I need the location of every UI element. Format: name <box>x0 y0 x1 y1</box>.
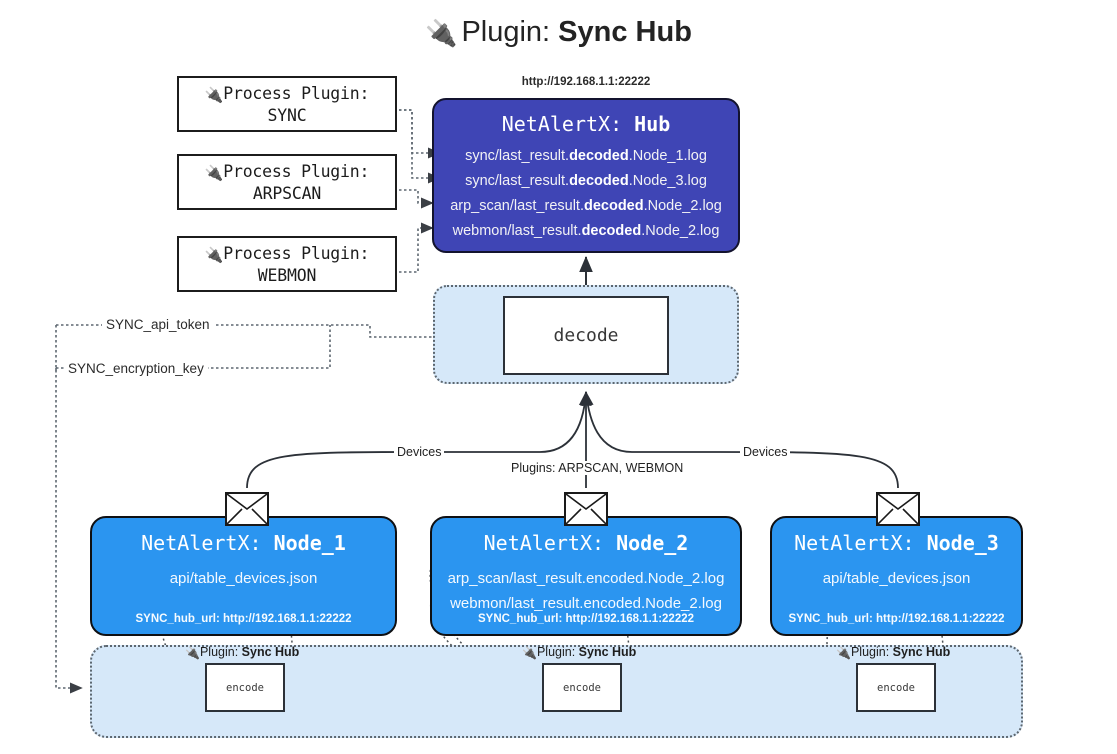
process-plugin-arpscan-box[interactable]: 🔌Process Plugin: ARPSCAN <box>177 154 397 210</box>
node-2-hub-url: SYNC_hub_url: http://192.168.1.1:22222 <box>477 613 695 625</box>
node-1-box[interactable]: NetAlertX: Node_1 api/table_devices.json… <box>90 516 397 636</box>
node-1-hub-url: SYNC_hub_url: http://192.168.1.1:22222 <box>135 613 352 625</box>
plugin-caption-node-2: 🔌Plugin: Sync Hub <box>522 645 637 660</box>
node-3-box[interactable]: NetAlertX: Node_3 api/table_devices.json… <box>770 516 1023 636</box>
page-title-prefix: Plugin: <box>461 16 559 48</box>
process-plugin-sync-line1: 🔌Process Plugin: <box>204 84 370 104</box>
edge-label-devices-right: Devices <box>740 445 791 459</box>
process-plugin-sync-box[interactable]: 🔌Process Plugin: SYNC <box>177 76 397 132</box>
node-line: webmon/last_result.encoded.Node_2.log <box>450 595 722 613</box>
plugin-caption-node-3: 🔌Plugin: Sync Hub <box>836 645 951 660</box>
hub-url-label: http://192.168.1.1:22222 <box>521 76 651 88</box>
envelope-icon <box>225 492 269 526</box>
plug-icon: 🔌 <box>425 18 458 48</box>
process-plugin-sync-line2: SYNC <box>267 106 307 126</box>
hub-log-list: sync/last_result.decoded.Node_1.log sync… <box>434 144 738 244</box>
node-3-title: NetAlertX: Node_3 <box>794 531 999 555</box>
node-1-title: NetAlertX: Node_1 <box>141 531 346 555</box>
sync-api-token-label: SYNC_api_token <box>102 317 214 332</box>
hub-log-item: arp_scan/last_result.decoded.Node_2.log <box>450 197 722 214</box>
hub-title: NetAlertX: Hub <box>501 112 671 136</box>
edge-label-plugins: Plugins: ARPSCAN, WEBMON <box>508 461 687 475</box>
hub-log-item: webmon/last_result.decoded.Node_2.log <box>452 222 720 239</box>
page-title-name: Sync Hub <box>558 16 692 48</box>
edge-label-devices-left: Devices <box>394 445 445 459</box>
node-2-box[interactable]: NetAlertX: Node_2 arp_scan/last_result.e… <box>430 516 742 636</box>
node-2-title: NetAlertX: Node_2 <box>483 531 689 555</box>
page-title: 🔌Plugin: Sync Hub <box>0 16 1117 49</box>
plug-icon: 🔌 <box>185 646 200 660</box>
encode-box-node-1[interactable]: encode <box>205 663 285 712</box>
process-plugin-arpscan-line1: 🔌Process Plugin: <box>204 162 370 182</box>
node-line: api/table_devices.json <box>169 570 318 587</box>
hub-log-item: sync/last_result.decoded.Node_3.log <box>465 172 707 189</box>
plugin-caption-node-1: 🔌Plugin: Sync Hub <box>185 645 300 660</box>
node-3-hub-url: SYNC_hub_url: http://192.168.1.1:22222 <box>788 613 1005 625</box>
node-2-lines: arp_scan/last_result.encoded.Node_2.log … <box>432 566 740 616</box>
envelope-icon <box>876 492 920 526</box>
encode-box-node-2[interactable]: encode <box>542 663 622 712</box>
node-3-lines: api/table_devices.json <box>772 566 1021 591</box>
sync-encryption-key-label: SYNC_encryption_key <box>64 361 208 376</box>
decode-box[interactable]: decode <box>503 296 669 375</box>
process-plugin-arpscan-line2: ARPSCAN <box>252 184 322 204</box>
process-plugin-webmon-box[interactable]: 🔌Process Plugin: WEBMON <box>177 236 397 292</box>
node-1-lines: api/table_devices.json <box>92 566 395 591</box>
plug-icon: 🔌 <box>204 86 224 104</box>
plug-icon: 🔌 <box>522 646 537 660</box>
node-line: arp_scan/last_result.encoded.Node_2.log <box>447 570 725 587</box>
plug-icon: 🔌 <box>836 646 851 660</box>
node-line: api/table_devices.json <box>822 570 971 587</box>
plug-icon: 🔌 <box>204 164 224 182</box>
hub-node[interactable]: NetAlertX: Hub sync/last_result.decoded.… <box>432 98 740 253</box>
envelope-icon <box>564 492 608 526</box>
plug-icon: 🔌 <box>204 246 224 264</box>
process-plugin-webmon-line1: 🔌Process Plugin: <box>204 244 370 264</box>
encode-box-node-3[interactable]: encode <box>856 663 936 712</box>
hub-log-item: sync/last_result.decoded.Node_1.log <box>465 148 707 164</box>
process-plugin-webmon-line2: WEBMON <box>257 266 317 286</box>
